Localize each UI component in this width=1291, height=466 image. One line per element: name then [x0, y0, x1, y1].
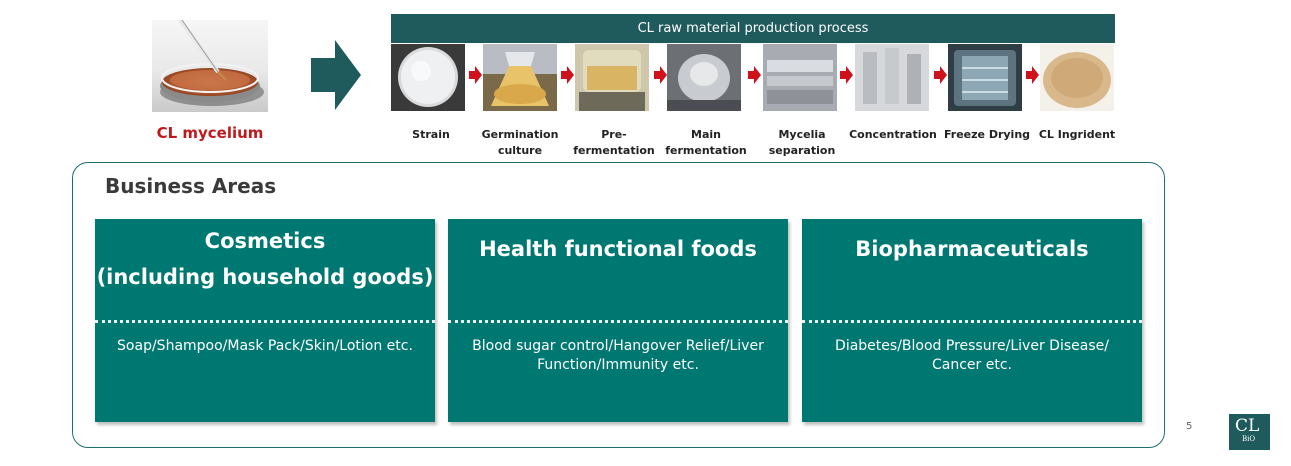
- business-card-health-foods: Health functional foods Blood sugar cont…: [448, 219, 788, 422]
- card-description: Soap/Shampoo/Mask Pack/Skin/Lotion etc.: [117, 338, 413, 354]
- card-title: Biopharmaceuticals: [855, 237, 1089, 261]
- step-label-freeze-drying: Freeze Drying: [943, 128, 1031, 141]
- business-card-biopharmaceuticals: Biopharmaceuticals Diabetes/Blood Pressu…: [802, 219, 1142, 422]
- business-areas-panel: [72, 162, 1165, 448]
- process-title-bar: CL raw material production process: [391, 14, 1115, 43]
- step-label-cl-ingredient: CL Ingrident: [1038, 128, 1116, 141]
- step-label-strain: Strain: [412, 128, 450, 141]
- cl-ingredient-photo: [1040, 44, 1114, 111]
- step-label-pre-fermentation: Pre-fermentation: [573, 128, 655, 157]
- card-title: Cosmetics: [204, 229, 326, 253]
- germination-culture-photo: [483, 44, 557, 111]
- business-card-cosmetics: Cosmetics (including household goods) So…: [95, 219, 435, 422]
- card-subtitle: (including household goods): [96, 265, 434, 289]
- step-arrow-icon: [469, 66, 482, 84]
- source-label: CL mycelium: [156, 124, 264, 142]
- business-areas-title: Business Areas: [105, 174, 277, 198]
- page-number: 5: [1186, 421, 1193, 432]
- step-arrow-icon: [748, 66, 761, 84]
- petri-dish-photo: [152, 20, 268, 112]
- step-label-concentration: Concentration: [849, 128, 937, 141]
- arrow-right-icon: [311, 40, 361, 110]
- step-arrow-icon: [561, 66, 574, 84]
- cl-bio-logo: CL BiO: [1229, 414, 1270, 450]
- step-arrow-icon: [934, 66, 947, 84]
- concentration-photo: [855, 44, 929, 111]
- dotted-divider: [448, 320, 788, 323]
- strain-photo: [391, 44, 465, 111]
- card-title: Health functional foods: [479, 237, 757, 261]
- card-description: Diabetes/Blood Pressure/Liver Disease/Ca…: [835, 338, 1109, 373]
- main-fermentation-photo: [667, 44, 741, 111]
- card-description: Blood sugar control/Hangover Relief/Live…: [472, 338, 764, 373]
- step-arrow-icon: [654, 66, 667, 84]
- dotted-divider: [95, 320, 435, 323]
- dotted-divider: [802, 320, 1142, 323]
- step-arrow-icon: [1026, 66, 1039, 84]
- freeze-drying-photo: [948, 44, 1022, 111]
- step-arrow-icon: [840, 66, 853, 84]
- mycelia-separation-photo: [763, 44, 837, 111]
- pre-fermentation-photo: [575, 44, 649, 111]
